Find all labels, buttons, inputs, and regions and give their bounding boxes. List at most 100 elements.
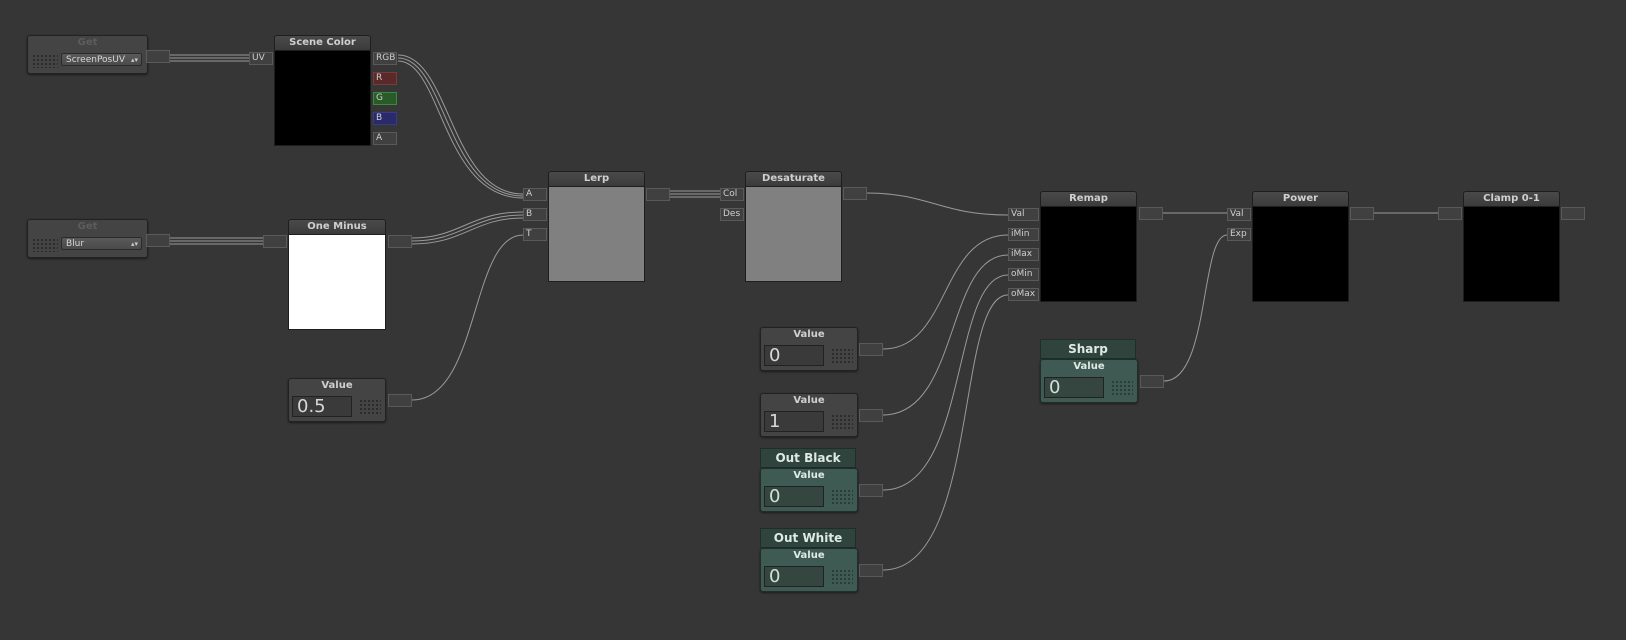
node-preview (274, 50, 371, 146)
output-port[interactable] (859, 484, 883, 497)
input-port-t[interactable]: T (523, 228, 547, 241)
value-title: Value (793, 470, 825, 481)
output-port[interactable] (388, 235, 412, 248)
input-port-omax[interactable]: oMax (1008, 288, 1039, 301)
node-preview (745, 186, 842, 282)
value-input[interactable]: 0 (1044, 377, 1104, 398)
get-output-port[interactable] (146, 50, 170, 63)
output-port[interactable] (646, 188, 670, 201)
output-port[interactable] (1350, 207, 1374, 220)
output-port[interactable] (859, 564, 883, 577)
value-input[interactable]: 0 (764, 486, 824, 507)
input-port-b[interactable]: B (523, 208, 547, 221)
value-title: Value (793, 329, 825, 340)
input-port-val[interactable]: Val (1227, 208, 1251, 221)
output-port[interactable] (859, 409, 883, 422)
remap-node[interactable]: Remap (1040, 191, 1137, 302)
value-input[interactable]: 0 (764, 566, 824, 587)
get-node-screenpos[interactable]: Get ScreenPosUV ▴▾ (27, 35, 148, 74)
wire-rgb-a (397, 54, 524, 195)
grip-dots-icon[interactable] (831, 569, 853, 585)
value-node-zero[interactable]: Value 0 (760, 327, 858, 371)
output-port[interactable] (1139, 207, 1163, 220)
grip-dots-icon[interactable] (831, 414, 853, 430)
one-minus-node[interactable]: One Minus (288, 219, 386, 330)
updown-arrows-icon: ▴▾ (130, 240, 138, 248)
output-port[interactable] (1140, 375, 1164, 388)
node-preview (1252, 206, 1349, 302)
node-title: Lerp (548, 171, 645, 187)
get-node-blur[interactable]: Get Blur ▴▾ (27, 219, 148, 258)
value-node-one[interactable]: Value 1 (760, 393, 858, 437)
output-port[interactable] (859, 343, 883, 356)
value-node-out-white[interactable]: Value 0 (760, 548, 858, 592)
power-node[interactable]: Power (1252, 191, 1349, 302)
wire-om-b2 (411, 214, 524, 242)
output-port-r[interactable]: R (373, 72, 397, 85)
value-title: Value (1073, 361, 1105, 372)
input-port-imin[interactable]: iMin (1008, 228, 1039, 241)
value-input[interactable]: 0 (764, 345, 824, 366)
node-title: Clamp 0-1 (1463, 191, 1560, 207)
wire-rgb-a2 (397, 57, 524, 197)
input-port-exp[interactable]: Exp (1227, 228, 1251, 241)
node-preview (1463, 206, 1560, 302)
clamp-node[interactable]: Clamp 0-1 (1463, 191, 1560, 302)
grip-dots-icon[interactable] (32, 54, 58, 68)
input-port-des[interactable]: Des (720, 208, 744, 221)
node-title: Scene Color (274, 35, 371, 51)
group-label-sharp[interactable]: Sharp (1040, 339, 1136, 359)
wire-om-b (411, 211, 524, 239)
wire-sharp-exp (1163, 234, 1228, 382)
node-preview (1040, 206, 1137, 302)
lerp-node[interactable]: Lerp (548, 171, 645, 282)
output-port-b[interactable]: B (373, 112, 397, 125)
wire-ob-omin (882, 274, 1009, 491)
value-input[interactable]: 0.5 (292, 396, 352, 417)
input-port-col[interactable]: Col (720, 188, 744, 201)
dropdown-value: ScreenPosUV (66, 55, 125, 65)
value-title: Value (321, 380, 353, 391)
value-node-out-black[interactable]: Value 0 (760, 468, 858, 512)
group-label-out-black[interactable]: Out Black (760, 448, 856, 468)
grip-dots-icon[interactable] (831, 348, 853, 364)
wire-val-t (411, 234, 524, 401)
output-port[interactable] (1561, 207, 1585, 220)
wire-ow-omax (882, 294, 1009, 571)
output-port[interactable] (388, 394, 412, 407)
node-title: Desaturate (745, 171, 842, 187)
value-title: Value (793, 395, 825, 406)
input-port[interactable] (263, 235, 287, 248)
wire-v0-imin (882, 234, 1009, 350)
get-dropdown-blur[interactable]: Blur ▴▾ (61, 237, 142, 250)
updown-arrows-icon: ▴▾ (130, 56, 138, 64)
output-port-rgb[interactable]: RGB (373, 52, 397, 65)
get-node-title: Get (77, 221, 98, 232)
input-port-omin[interactable]: oMin (1008, 268, 1039, 281)
value-node-half[interactable]: Value 0.5 (288, 378, 386, 422)
grip-dots-icon[interactable] (1111, 380, 1133, 396)
get-output-port[interactable] (146, 234, 170, 247)
desaturate-node[interactable]: Desaturate (745, 171, 842, 282)
scene-color-node[interactable]: Scene Color (274, 35, 371, 146)
grip-dots-icon[interactable] (831, 489, 853, 505)
output-port[interactable] (843, 187, 867, 200)
value-title: Value (793, 550, 825, 561)
input-port-val[interactable]: Val (1008, 208, 1039, 221)
input-port-a[interactable]: A (523, 188, 547, 201)
value-node-sharp[interactable]: Value 0 (1040, 359, 1138, 403)
node-title: Power (1252, 191, 1349, 207)
node-title: One Minus (288, 219, 386, 235)
input-port[interactable] (1438, 207, 1462, 220)
output-port-g[interactable]: G (373, 92, 397, 105)
wire-des-val (865, 192, 1009, 216)
grip-dots-icon[interactable] (32, 238, 58, 252)
output-port-a[interactable]: A (373, 132, 397, 145)
group-label-out-white[interactable]: Out White (760, 528, 856, 548)
input-port-uv[interactable]: UV (249, 52, 273, 65)
dropdown-value: Blur (66, 239, 85, 249)
grip-dots-icon[interactable] (359, 399, 381, 415)
get-dropdown-screenpos[interactable]: ScreenPosUV ▴▾ (61, 53, 142, 66)
input-port-imax[interactable]: iMax (1008, 248, 1039, 261)
value-input[interactable]: 1 (764, 411, 824, 432)
